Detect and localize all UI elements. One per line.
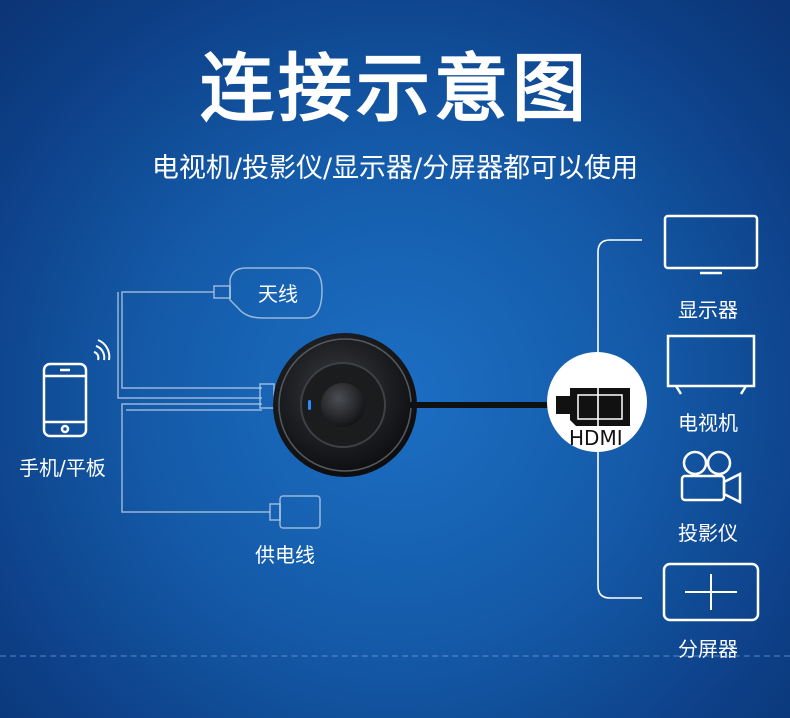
output-label-projector: 投影仪 xyxy=(678,521,738,545)
antenna-label: 天线 xyxy=(258,282,298,306)
hdmi-plug-icon xyxy=(556,388,630,426)
projector-icon xyxy=(680,450,742,505)
led-indicator xyxy=(308,400,311,410)
output-label-splitter: 分屏器 xyxy=(678,637,738,661)
hdmi-label: HDMI xyxy=(569,426,623,450)
tv-icon xyxy=(666,334,756,395)
page-title: 连接示意图 xyxy=(200,46,590,132)
page-subtitle: 电视机/投影仪/显示器/分屏器都可以使用 xyxy=(151,153,639,184)
hdmi-badge xyxy=(547,352,647,452)
wifi-signal-icon xyxy=(93,339,111,361)
splitter-icon xyxy=(662,562,760,622)
divider-line xyxy=(0,655,790,657)
device-label: 手机/平板 xyxy=(19,456,106,480)
power-cable xyxy=(121,383,321,529)
antenna-cable xyxy=(117,267,323,399)
output-bracket xyxy=(597,239,642,599)
power-label: 供电线 xyxy=(255,543,315,567)
output-label-tv: 电视机 xyxy=(678,411,738,435)
output-label-monitor: 显示器 xyxy=(678,298,738,322)
phone-icon xyxy=(42,362,88,438)
wireless-receiver xyxy=(273,333,417,477)
monitor-icon xyxy=(663,214,759,275)
